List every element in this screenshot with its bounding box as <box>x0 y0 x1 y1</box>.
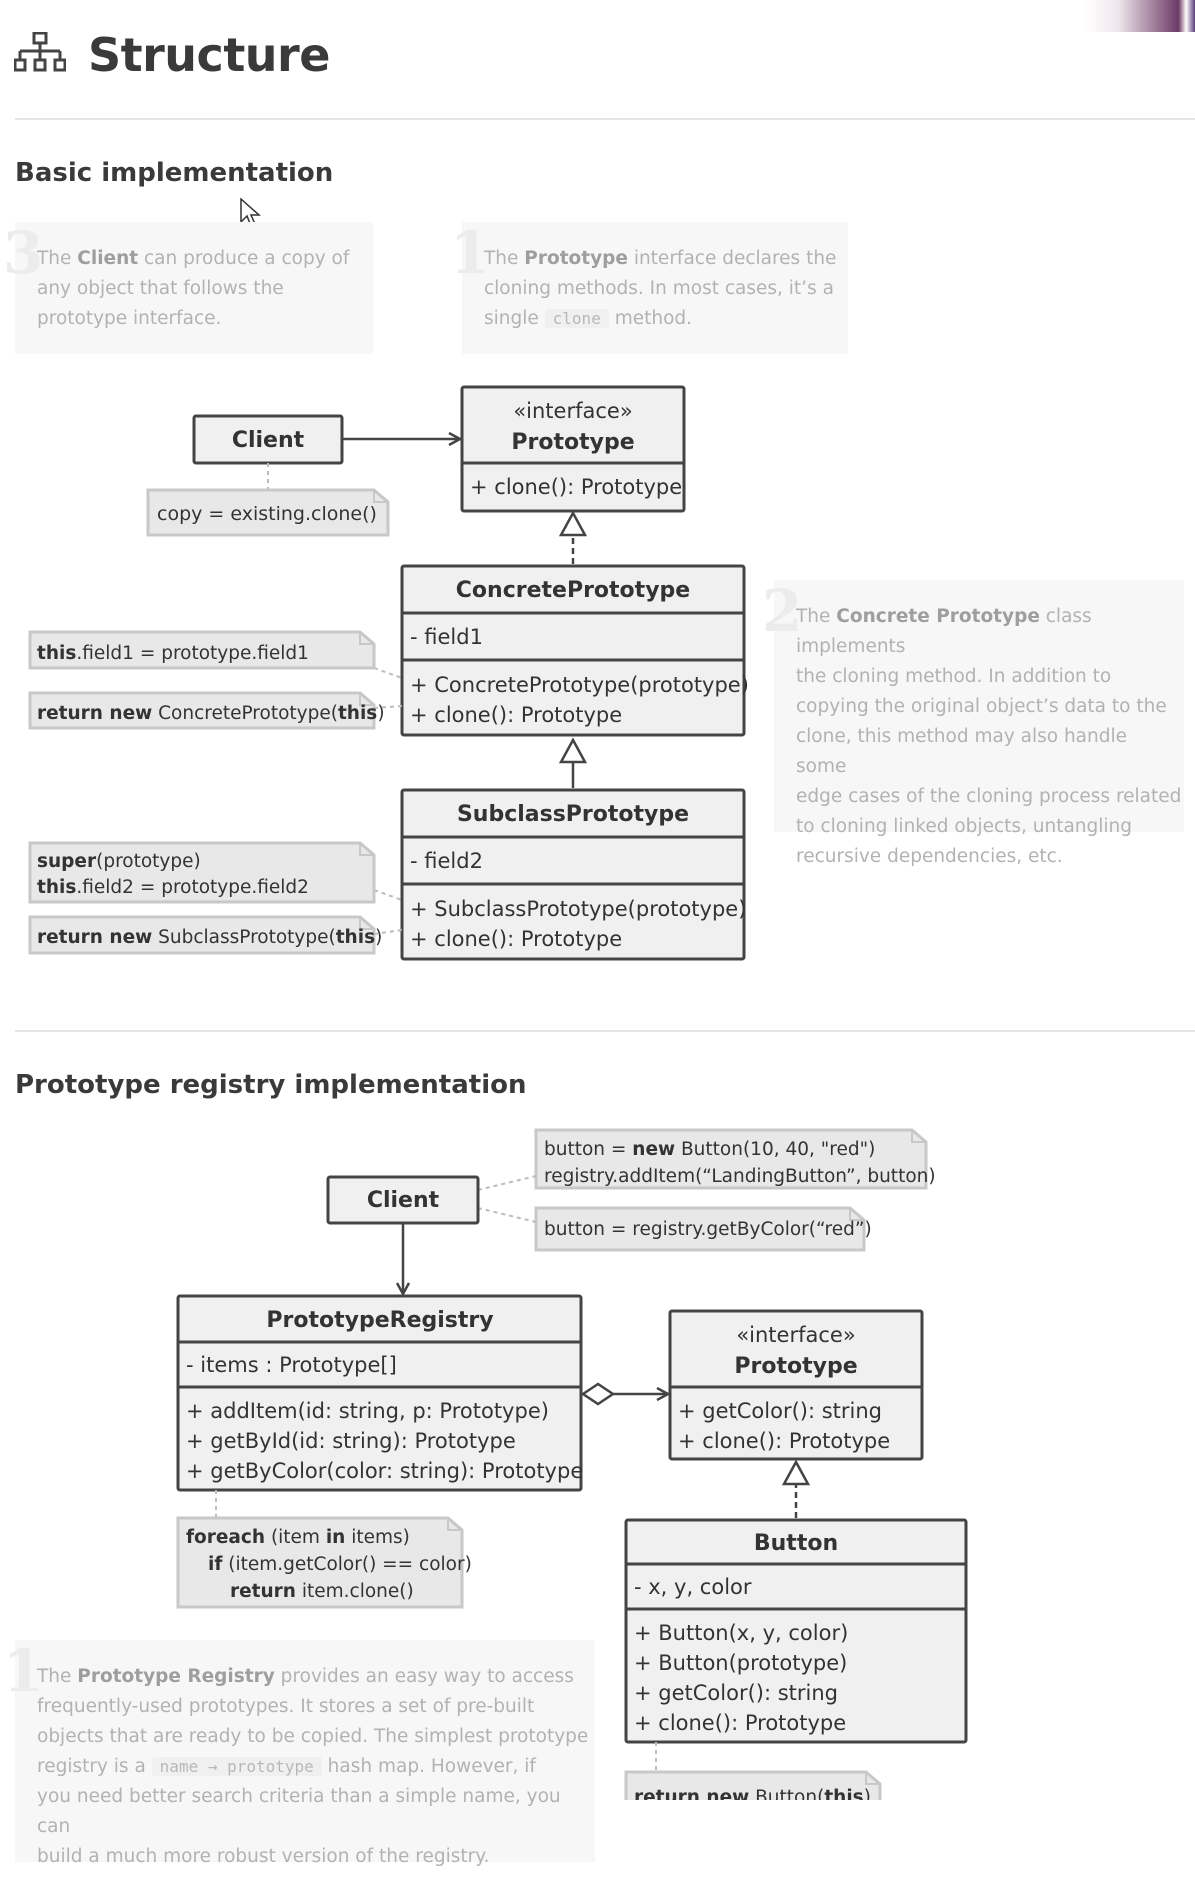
note-prototype-registry: 1 The Prototype Registry provides an eas… <box>3 1640 595 1867</box>
inline-code: name → prototype <box>151 1757 322 1776</box>
realization-arrow <box>558 510 588 537</box>
uml-prototype-registry: PrototypeRegistry - items : Prototype[] … <box>176 1294 583 1492</box>
svg-text:super(prototype): super(prototype) <box>37 851 201 872</box>
svg-text:PrototypeRegistry: PrototypeRegistry <box>266 1308 493 1333</box>
svg-text:+ ConcretePrototype(prototype): + ConcretePrototype(prototype) <box>410 673 749 697</box>
inheritance-arrow <box>558 737 588 764</box>
svg-text:Button: Button <box>754 1531 838 1556</box>
svg-text:return item.clone(): return item.clone() <box>230 1581 414 1602</box>
note-client: 3 The Client can produce a copy of any o… <box>3 222 373 354</box>
divider <box>15 118 1195 120</box>
section-title-registry: Prototype registry implementation <box>15 1070 527 1100</box>
svg-text:this.field1 = prototype.field1: this.field1 = prototype.field1 <box>37 643 309 664</box>
code-note-get-by-color-loop: foreach (item in items) if (item.getColo… <box>176 1516 472 1609</box>
code-note-concrete-clone: return new ConcretePrototype(this) <box>28 691 385 730</box>
decorative-banner <box>1085 0 1195 32</box>
note-text: The Prototype Registry provides an easy … <box>37 1666 589 1867</box>
svg-text:this.field2 = prototype.field2: this.field2 = prototype.field2 <box>37 877 309 898</box>
svg-text:SubclassPrototype: SubclassPrototype <box>457 802 689 827</box>
svg-text:+ clone(): Prototype: + clone(): Prototype <box>634 1711 846 1735</box>
svg-text:+ clone(): Prototype: + clone(): Prototype <box>678 1429 890 1453</box>
svg-text:Client: Client <box>232 428 305 453</box>
svg-text:return new Button(this): return new Button(this) <box>634 1787 871 1800</box>
svg-text:ConcretePrototype: ConcretePrototype <box>456 578 690 603</box>
svg-text:Client: Client <box>367 1188 440 1213</box>
note-number: 3 <box>3 219 44 287</box>
note-text: The Prototype interface declares the clo… <box>484 248 837 329</box>
svg-text:+ getByColor(color: string): P: + getByColor(color: string): Prototype <box>186 1459 583 1483</box>
svg-text:- field1: - field1 <box>410 625 483 649</box>
svg-text:foreach (item in items): foreach (item in items) <box>186 1527 410 1548</box>
note-concrete-prototype: 2 The Concrete Prototype class implement… <box>762 580 1184 867</box>
svg-text:- field2: - field2 <box>410 849 483 873</box>
svg-text:+ getById(id: string): Prototy: + getById(id: string): Prototype <box>186 1429 516 1453</box>
svg-text:«interface»: «interface» <box>736 1323 855 1347</box>
note-number: 1 <box>3 1637 44 1705</box>
uml-concrete-prototype: ConcretePrototype - field1 + ConcretePro… <box>400 564 749 737</box>
svg-text:+ getColor(): string: + getColor(): string <box>678 1399 882 1423</box>
uml-subclass-prototype: SubclassPrototype - field2 + SubclassPro… <box>400 788 746 961</box>
svg-text:+ clone(): Prototype: + clone(): Prototype <box>410 927 622 951</box>
uml-button-class: Button - x, y, color + Button(x, y, colo… <box>624 1518 968 1744</box>
svg-text:return new ConcretePrototype(t: return new ConcretePrototype(this) <box>37 703 385 724</box>
svg-text:return new SubclassPrototype(t: return new SubclassPrototype(this) <box>37 927 382 948</box>
svg-text:- items : Prototype[]: - items : Prototype[] <box>186 1353 397 1377</box>
code-note-get-by-color: button = registry.getByColor(“red”) <box>534 1206 872 1252</box>
svg-text:Prototype: Prototype <box>734 1354 857 1379</box>
realization-arrow <box>781 1459 811 1486</box>
svg-text:button = new Button(10, 40, "r: button = new Button(10, 40, "red") <box>544 1139 875 1160</box>
svg-text:+ clone(): Prototype: + clone(): Prototype <box>410 703 622 727</box>
svg-text:+ clone(): Prototype: + clone(): Prototype <box>470 475 682 499</box>
page-title: Structure <box>88 28 330 82</box>
inline-code: clone <box>544 309 609 328</box>
diagram-basic: Client copy = existing.clone() «interfac… <box>28 385 749 961</box>
uml-prototype-interface: «interface» Prototype + clone(): Prototy… <box>460 385 686 513</box>
note-prototype: 1 The Prototype interface declares the c… <box>450 222 848 354</box>
code-note-client: copy = existing.clone() <box>146 488 390 537</box>
svg-text:+ Button(prototype): + Button(prototype) <box>634 1651 847 1675</box>
diagram-registry: button = new Button(10, 40, "red") regis… <box>176 1128 968 1800</box>
code-note-subclass-ctor: super(prototype) this.field2 = prototype… <box>28 841 376 904</box>
svg-text:+ addItem(id: string, p: Proto: + addItem(id: string, p: Prototype) <box>186 1399 549 1423</box>
svg-text:button = registry.getByColor(“: button = registry.getByColor(“red”) <box>544 1219 872 1240</box>
aggregation-diamond <box>580 1382 616 1406</box>
uml-client-2: Client <box>326 1175 480 1225</box>
section-title-basic: Basic implementation <box>15 158 334 188</box>
svg-text:Prototype: Prototype <box>511 430 634 455</box>
svg-text:- x, y, color: - x, y, color <box>634 1575 752 1599</box>
note-number: 2 <box>762 577 803 645</box>
uml-client: Client <box>192 414 344 465</box>
note-text: The Client can produce a copy of any obj… <box>37 248 350 329</box>
code-note-field1: this.field1 = prototype.field1 <box>28 630 376 670</box>
svg-text:+ getColor(): string: + getColor(): string <box>634 1681 838 1705</box>
note-number: 1 <box>450 219 491 287</box>
structure-icon <box>14 32 66 72</box>
svg-text:+ SubclassPrototype(prototype): + SubclassPrototype(prototype) <box>410 897 746 921</box>
uml-prototype-interface-2: «interface» Prototype + getColor(): stri… <box>668 1309 924 1461</box>
code-note-add-item: button = new Button(10, 40, "red") regis… <box>534 1128 936 1190</box>
svg-text:«interface»: «interface» <box>513 399 632 423</box>
code-note-subclass-clone: return new SubclassPrototype(this) <box>28 915 382 955</box>
svg-text:if (item.getColor() == color): if (item.getColor() == color) <box>208 1554 472 1575</box>
svg-text:+ Button(x, y, color): + Button(x, y, color) <box>634 1621 848 1645</box>
code-note-button-clone: return new Button(this) <box>624 1770 882 1800</box>
svg-text:registry.addItem(“LandingButto: registry.addItem(“LandingButton”, button… <box>544 1166 936 1187</box>
svg-text:copy = existing.clone(): copy = existing.clone() <box>157 503 377 525</box>
divider <box>15 1030 1195 1032</box>
note-text: The Concrete Prototype class implements … <box>796 606 1182 867</box>
